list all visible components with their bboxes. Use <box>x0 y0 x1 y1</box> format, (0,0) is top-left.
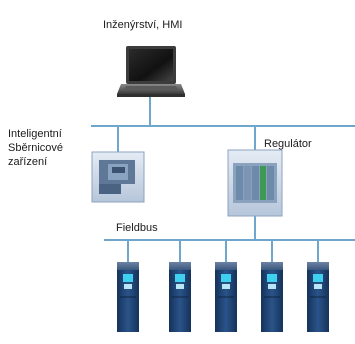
frequency-drive-icon <box>169 262 191 332</box>
ethernet-bus <box>91 97 355 152</box>
laptop-icon <box>117 46 185 97</box>
controller-label: Regulátor <box>264 138 312 150</box>
intelligent-devices-label: Inteligentní Sběrnicové zařízení <box>8 128 64 168</box>
hmi-label: Inženýrství, HMI <box>103 19 183 31</box>
fieldbus-line <box>104 216 355 262</box>
bus-device-icon <box>91 151 145 203</box>
plc-rack-icon <box>227 149 283 217</box>
frequency-drive-icon <box>261 262 283 332</box>
fieldbus-label: Fieldbus <box>116 222 158 234</box>
frequency-drive-icon <box>117 262 139 332</box>
frequency-drive-icon <box>307 262 329 332</box>
frequency-drive-icon <box>215 262 237 332</box>
drives-row <box>117 262 329 332</box>
